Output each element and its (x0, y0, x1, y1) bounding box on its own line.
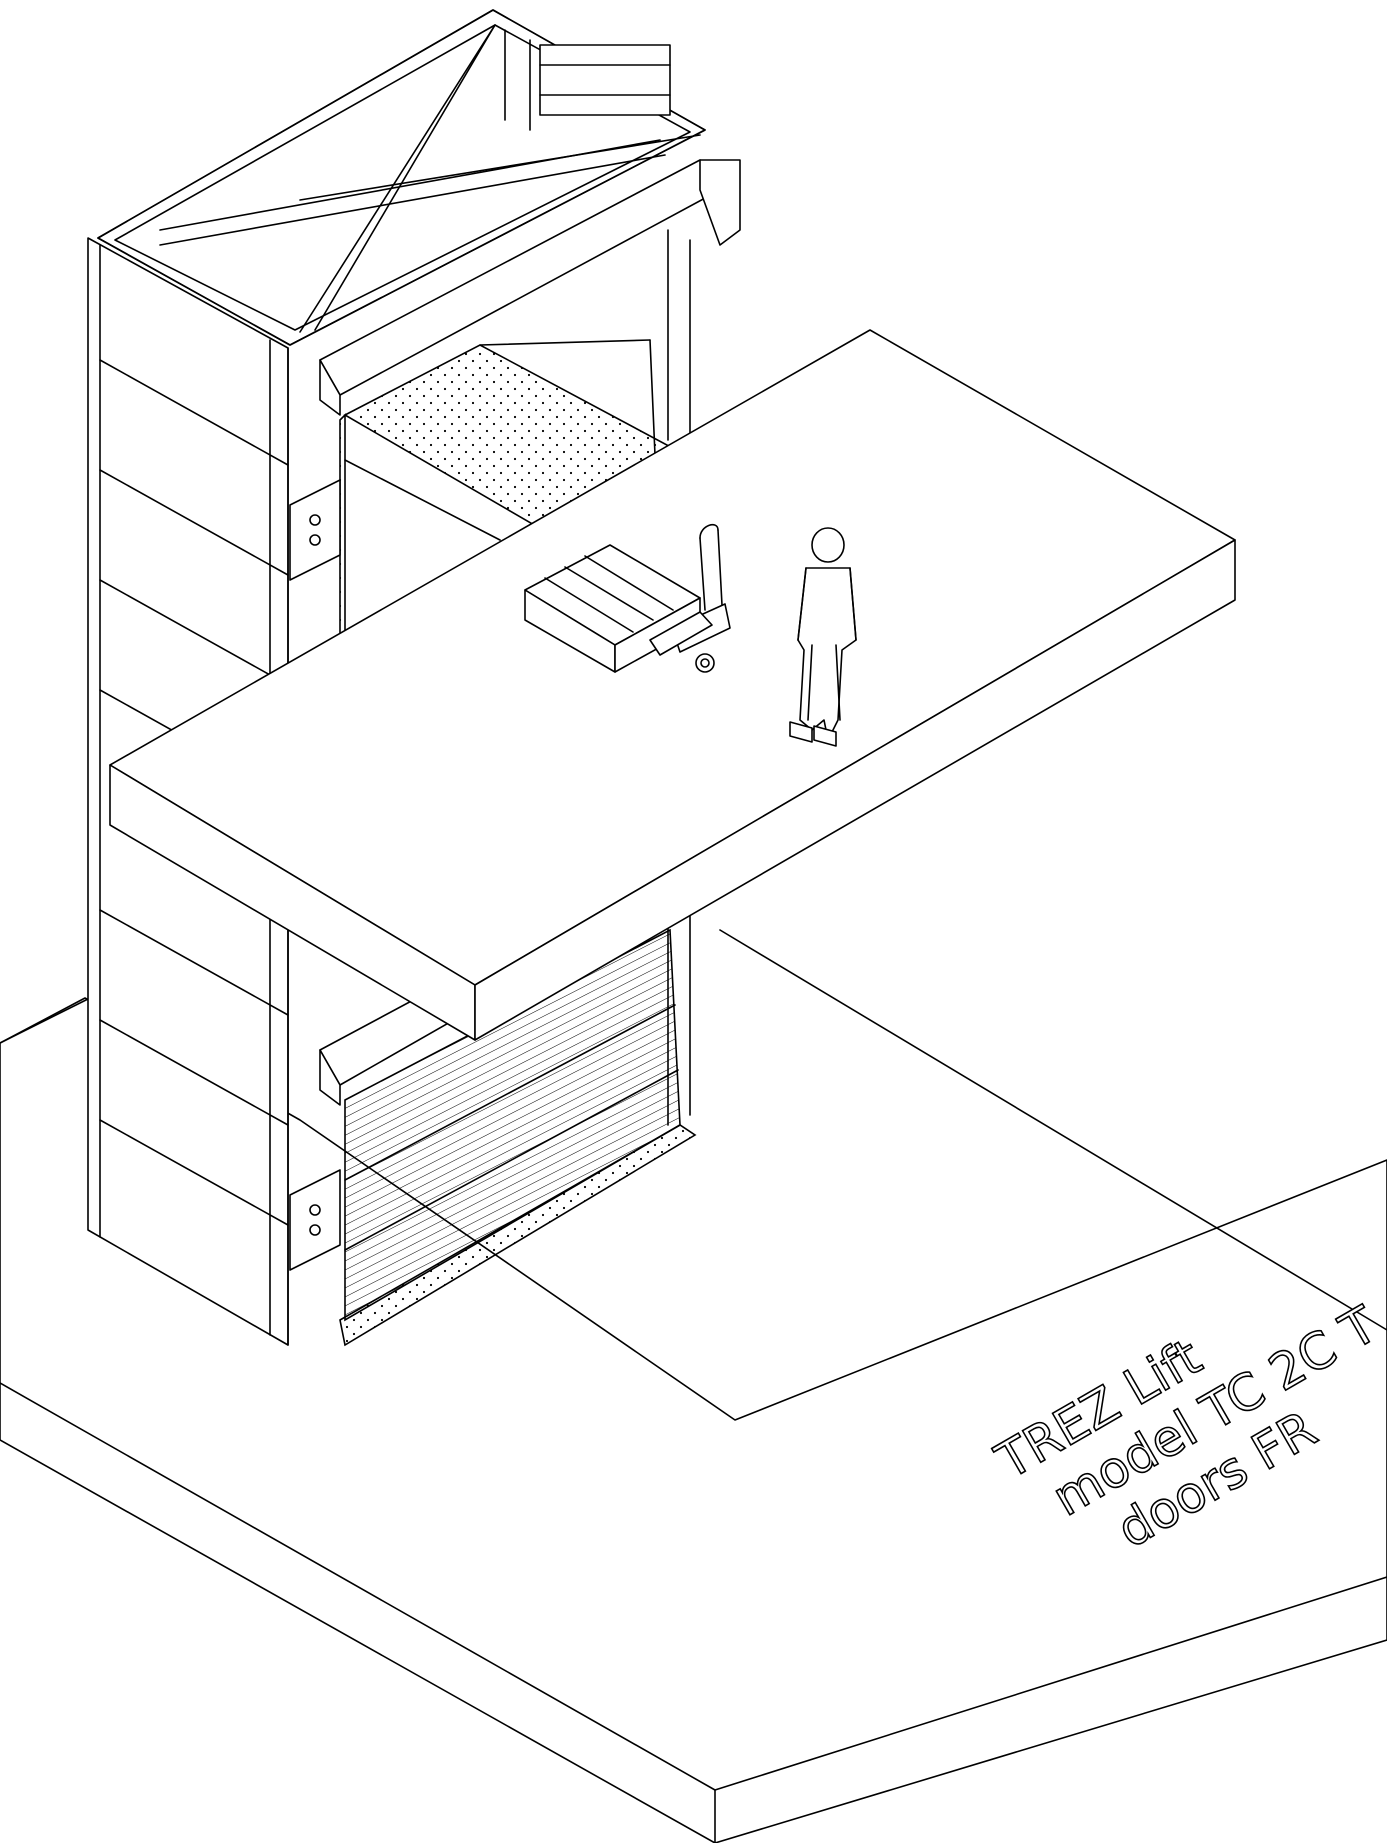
top-frame (97, 9, 706, 346)
lower-control-box (289, 1169, 341, 1271)
mezzanine-slab (109, 329, 1236, 1041)
pallet-jack (649, 523, 731, 673)
upper-control-box (289, 479, 341, 581)
upper-door-header (319, 159, 741, 416)
human-figure (789, 527, 857, 747)
lower-floor-sill (339, 1124, 697, 1347)
tower-panel-seams (99, 359, 289, 1226)
